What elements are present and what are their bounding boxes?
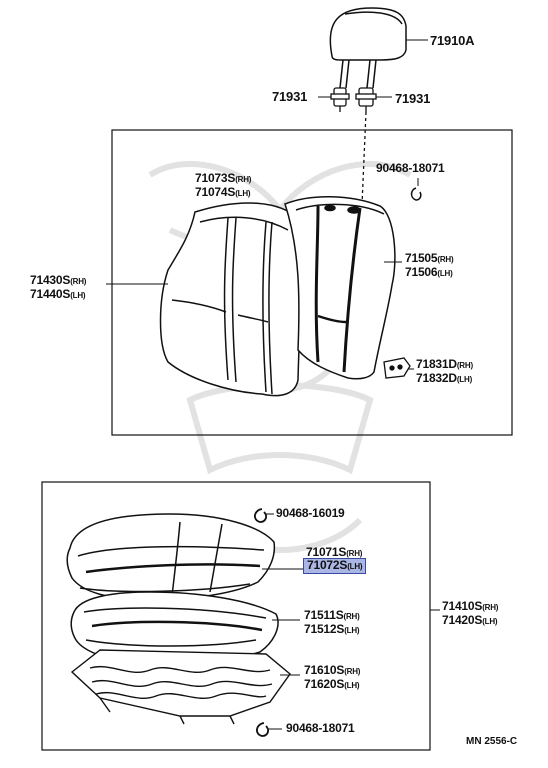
seatback-group-box xyxy=(111,129,513,436)
label-cushion-pad: 71511S(RH) 71512S(LH) xyxy=(304,608,360,636)
back-part-drawing xyxy=(383,357,411,379)
label-hog-ring-back: 90468-18071 xyxy=(376,161,445,175)
label-cushion-cover-rh: 71071S(RH) xyxy=(306,545,363,559)
hog-ring-cushion-bottom-drawing xyxy=(256,722,269,737)
hog-ring-cushion-top-drawing xyxy=(254,508,267,523)
label-cushion-frame: 71610S(RH) 71620S(LH) xyxy=(304,663,361,691)
label-cushion-cover-lh-highlighted: 71072S(LH) xyxy=(302,558,367,574)
cushion-pad-drawing xyxy=(70,591,279,666)
label-cushion-assy: 71410S(RH) 71420S(LH) xyxy=(442,599,499,627)
hog-ring-back-drawing xyxy=(410,187,422,201)
diagram-caption: MN 2556-C xyxy=(466,736,518,747)
seatback-pad-drawing xyxy=(284,196,396,380)
label-back-part: 71831D(RH) 71832D(LH) xyxy=(416,357,473,385)
cushion-cover-drawing xyxy=(66,513,276,601)
label-headrest-support-left: 71931 xyxy=(272,89,308,104)
seatback-cover-drawing xyxy=(159,202,303,397)
label-headrest-support-right: 71931 xyxy=(395,91,431,106)
label-back-assy: 71430S(RH) 71440S(LH) xyxy=(30,273,87,301)
cushion-frame-drawing xyxy=(70,649,291,725)
label-headrest: 71910A xyxy=(430,33,475,48)
headrest-drawing xyxy=(329,7,407,89)
headrest-support-drawing xyxy=(330,87,377,112)
label-back-pad: 71505(RH) 71506(LH) xyxy=(405,251,454,279)
label-hog-ring-cushion-top: 90468-16019 xyxy=(276,506,345,520)
label-back-cover: 71073S(RH) 71074S(LH) xyxy=(195,171,252,199)
label-hog-ring-cushion-bottom: 90468-18071 xyxy=(286,721,355,735)
cushion-group-box xyxy=(41,481,431,751)
